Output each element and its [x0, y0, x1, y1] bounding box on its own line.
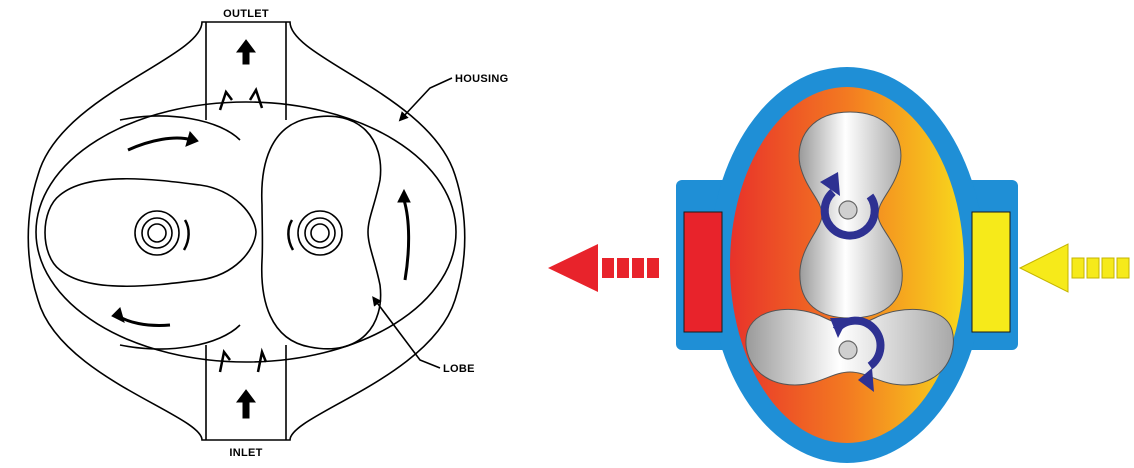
up-arrow-icon — [237, 40, 255, 64]
left-hub-mid — [142, 218, 172, 248]
rotation-arrow-icon — [288, 220, 293, 250]
left-lobe — [45, 179, 256, 287]
up-arrow-icon — [237, 390, 255, 418]
flow-arrow-icon — [118, 316, 170, 325]
flow-arrow-icon — [250, 90, 262, 108]
housing-outer — [28, 22, 465, 440]
flow-arrow-icon — [220, 92, 232, 110]
suction-port — [972, 212, 1010, 332]
suction-arrow-icon — [1020, 244, 1129, 292]
left-lobe-outline — [120, 116, 240, 349]
flow-arrow-icon — [128, 138, 192, 150]
left-hub-inner — [148, 224, 166, 242]
flow-arrowhead — [398, 190, 410, 202]
right-lobe — [262, 116, 381, 349]
right-diagram — [548, 67, 1129, 463]
housing-leader — [402, 78, 452, 118]
lobe-leader — [375, 300, 440, 368]
upper-hub — [839, 201, 857, 219]
flow-arrowhead — [112, 308, 124, 322]
lower-hub — [839, 341, 857, 359]
flow-arrows — [112, 40, 410, 418]
right-hub-mid — [305, 218, 335, 248]
right-hub-inner — [311, 224, 329, 242]
outlet-label: OUTLET — [223, 8, 269, 20]
rotation-arrow-icon — [184, 220, 189, 250]
left-diagram — [28, 22, 465, 440]
housing-label: HOUSING — [455, 73, 508, 85]
lobe-label: LOBE — [443, 363, 475, 375]
inlet-label: INLET — [229, 447, 262, 459]
flow-arrowhead — [186, 132, 198, 146]
flow-arrow-icon — [404, 200, 409, 280]
discharge-port — [684, 212, 722, 332]
discharge-arrow-icon — [548, 244, 659, 292]
